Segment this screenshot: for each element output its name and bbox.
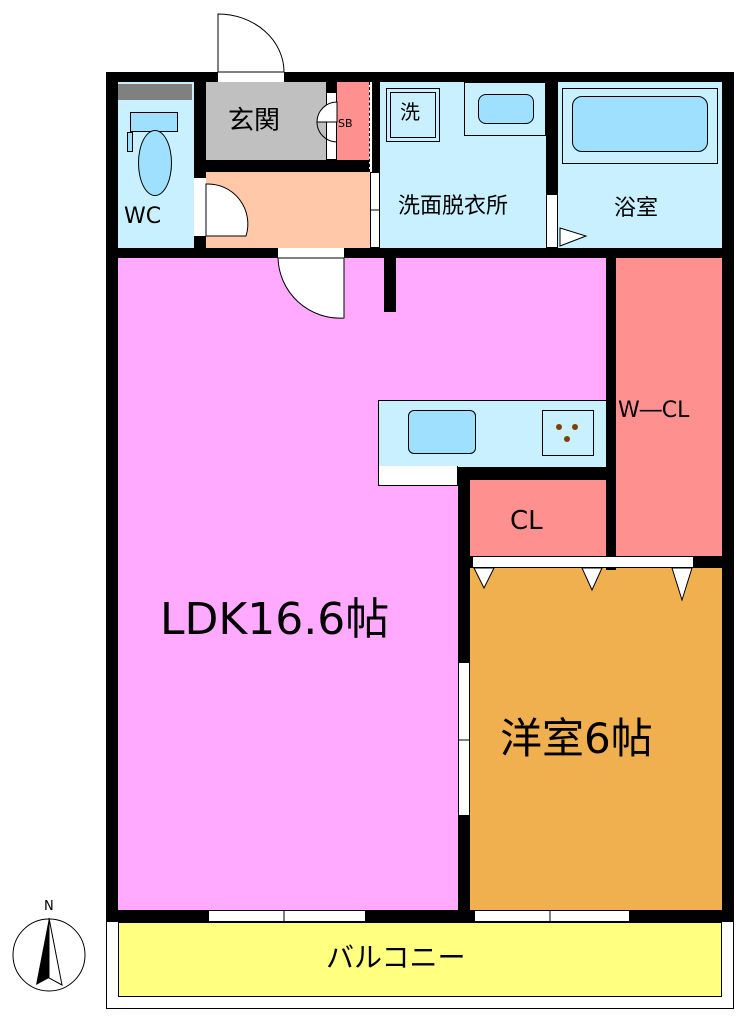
wall-left (106, 72, 118, 922)
wall-wetarea-bottom-left (106, 248, 278, 258)
cl-floor (468, 480, 608, 558)
stove-burner-icon (564, 436, 570, 442)
sb-door-rail (326, 92, 337, 160)
wall-genkan-bottom (206, 160, 326, 172)
wall-senmen-left (370, 82, 380, 172)
wall-bottom-left (106, 910, 208, 922)
yokushitsu-label: 浴室 (614, 196, 659, 221)
wc-label: WC (124, 204, 162, 229)
balcony-floor (118, 922, 722, 997)
wall-cl-left-lower (458, 816, 470, 922)
sb-right-rail (369, 82, 372, 172)
wall-wc-right-lower (194, 236, 206, 250)
wall-bottom-right (630, 910, 734, 922)
wcl-label: W―CL (618, 398, 690, 423)
wall-sb-left (326, 82, 337, 92)
toilet-bowl (138, 130, 172, 196)
toilet-handle (127, 132, 133, 152)
wall-wetarea-bottom-right (344, 248, 734, 258)
compass-north-label: N (44, 899, 54, 914)
stove (542, 410, 594, 456)
washer-box (386, 88, 440, 142)
wall-wc-right (194, 82, 206, 178)
wall-cl-top (458, 468, 616, 480)
sb-floor (337, 82, 369, 160)
window-ldk (208, 910, 366, 922)
kitchen-sink (408, 410, 476, 454)
wall-bottom-mid (366, 910, 474, 922)
senmen-label: 洗面脱衣所 (398, 194, 509, 219)
bathtub-inner (572, 96, 708, 152)
yoshitsu-label: 洋室6帖 (500, 714, 653, 763)
wall-right (722, 72, 734, 922)
stove-burner-icon (556, 424, 562, 430)
wcl-floor (615, 258, 722, 558)
sliding-door-yoshitsu (458, 662, 470, 816)
cl-label: CL (510, 506, 543, 536)
wall-closet-bottom (458, 556, 472, 568)
yoshitsu-floor (468, 568, 722, 910)
ldk-label: LDK16.6帖 (160, 594, 390, 645)
window-yoshitsu (474, 910, 630, 922)
sb-label: SB (338, 117, 353, 130)
balcony-label: バルコニー (326, 941, 466, 974)
washer-label: 洗 (400, 100, 420, 124)
wall-bath-divider (546, 82, 558, 194)
kitchen-counter-return (378, 466, 458, 486)
wall-wcl-left (606, 258, 616, 570)
wall-ldk-stub (384, 258, 396, 312)
wc-shelf (118, 84, 192, 100)
wall-top-left (106, 72, 218, 82)
wall-sb-bottom (326, 160, 370, 172)
wall-top-right (284, 72, 734, 82)
bath-door-rail (546, 194, 558, 248)
vanity-basin (478, 94, 534, 124)
genkan-floor (206, 82, 326, 160)
wall-closet-bottom-right (694, 556, 734, 568)
genkan-label: 玄関 (228, 106, 281, 136)
stove-burner-icon (572, 424, 578, 430)
washer-box-inner (390, 92, 436, 138)
